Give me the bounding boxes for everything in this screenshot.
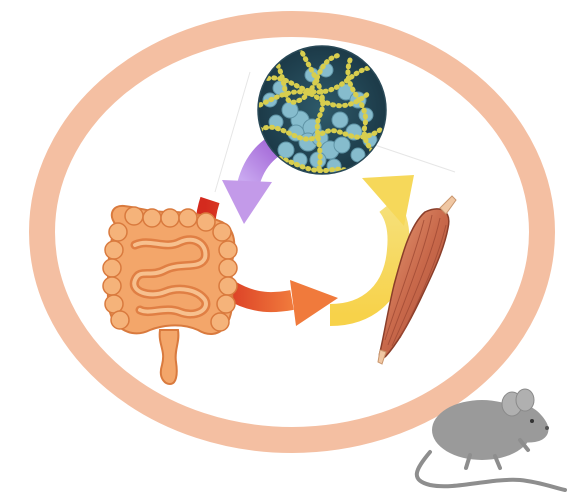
bacteria-icon — [258, 46, 386, 174]
intestine-icon — [103, 206, 237, 384]
